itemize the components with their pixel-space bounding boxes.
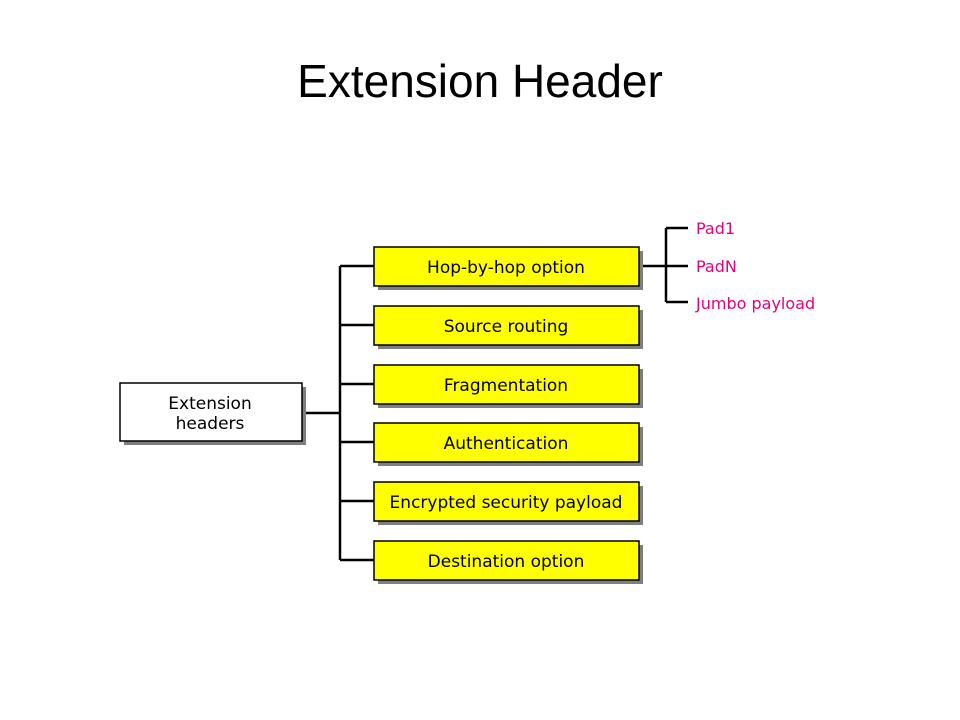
root-box: Extension headers: [119, 382, 306, 445]
connector-lines: [304, 226, 688, 562]
header-label-authentication: Authentication: [444, 434, 569, 454]
header-label-hop-by-hop: Hop-by-hop option: [427, 258, 585, 278]
option-padn: PadN: [696, 257, 737, 276]
header-box-fragmentation: Fragmentation: [373, 364, 643, 408]
root-label-line1: Extension: [168, 394, 251, 414]
header-box-authentication: Authentication: [373, 422, 643, 466]
page-title: Extension Header: [297, 55, 663, 107]
header-label-fragmentation: Fragmentation: [444, 376, 568, 396]
header-box-destination: Destination option: [373, 540, 643, 584]
header-label-destination: Destination option: [428, 552, 585, 572]
option-pad1: Pad1: [696, 219, 735, 238]
header-label-encrypted: Encrypted security payload: [390, 493, 623, 513]
header-box-encrypted: Encrypted security payload: [373, 481, 643, 525]
option-jumbo-payload: Jumbo payload: [695, 294, 815, 313]
root-label-line2: headers: [176, 414, 245, 434]
header-label-source-routing: Source routing: [444, 317, 569, 337]
header-box-hop-by-hop: Hop-by-hop option: [373, 246, 643, 290]
header-box-source-routing: Source routing: [373, 305, 643, 349]
hop-by-hop-options: Pad1 PadN Jumbo payload: [695, 219, 815, 313]
